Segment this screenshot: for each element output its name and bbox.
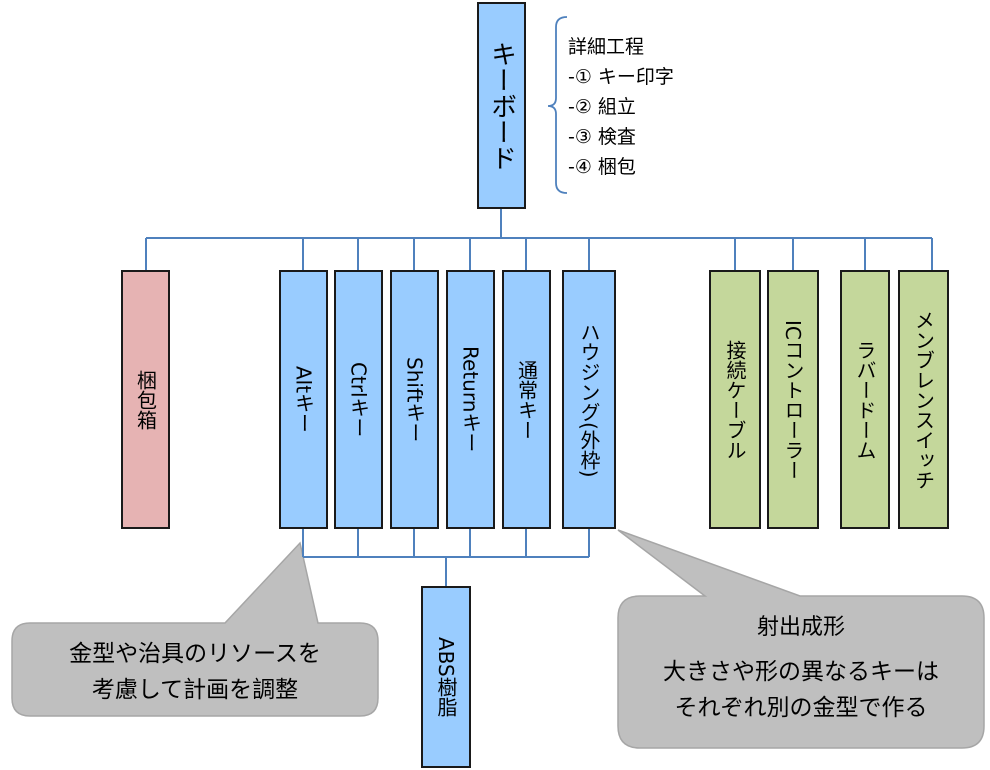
right-callout-text: 射出成形 大きさや形の異なるキーは それぞれ別の金型で作る [618,610,984,726]
node-ctrl-key: Ctrlキー [334,270,383,529]
connector-lines [145,209,933,586]
process-note: 詳細工程 -① キー印字 -② 組立 -③ 検査 -④ 梱包 [568,32,674,182]
node-return-key: Returnキー [446,270,495,529]
right-callout-bubble [617,529,985,749]
keyboard-root-label: キーボード [486,40,517,171]
left-callout-text: 金型や治具のリソースを 考慮して計画を調整 [12,636,378,708]
node-housing: ハウジング(外枠) [562,270,616,529]
node-ic-controller: ICコントローラー [767,270,819,529]
process-step: -④ 梱包 [568,156,636,178]
node-label: ICコントローラー [781,319,805,480]
process-note-title: 詳細工程 [568,36,645,58]
node-alt-key: Altキー [279,270,328,529]
node-abs-resin: ABS樹脂 [421,586,471,768]
node-label: 通常キー [514,359,539,440]
node-label: 接続ケーブル [723,339,747,460]
left-callout-line: 考慮して計画を調整 [91,677,299,703]
keyboard-root-node: キーボード [477,2,526,209]
node-packing-box: 梱包箱 [121,270,170,529]
node-label: 梱包箱 [133,369,158,430]
right-callout-title: 射出成形 [756,615,845,640]
process-step: -② 組立 [568,96,636,118]
node-rubber-dome: ラバードーム [840,270,890,529]
node-label: Shiftキー [402,356,427,443]
right-callout-line: それぞれ別の金型で作る [674,695,928,721]
process-step: -③ 検査 [568,126,636,148]
node-normal-key: 通常キー [502,270,551,529]
node-membrane-switch: メンブレンスイッチ [898,270,949,529]
node-label: Altキー [291,365,316,434]
node-label: メンブレンスイッチ [911,309,936,490]
node-label: Returnキー [458,346,483,453]
node-label: ラバードーム [853,339,877,460]
node-label: Ctrlキー [346,361,371,438]
node-label: ハウジング(外枠) [577,321,601,478]
process-brace [547,16,568,194]
node-label: ABS樹脂 [434,637,458,717]
left-callout-bubble [11,541,379,717]
node-shift-key: Shiftキー [390,270,439,529]
right-callout-line: 大きさや形の異なるキーは [663,659,939,685]
node-cable: 接続ケーブル [709,270,761,529]
left-callout-line: 金型や治具のリソースを [69,641,321,667]
process-step: -① キー印字 [568,66,674,88]
